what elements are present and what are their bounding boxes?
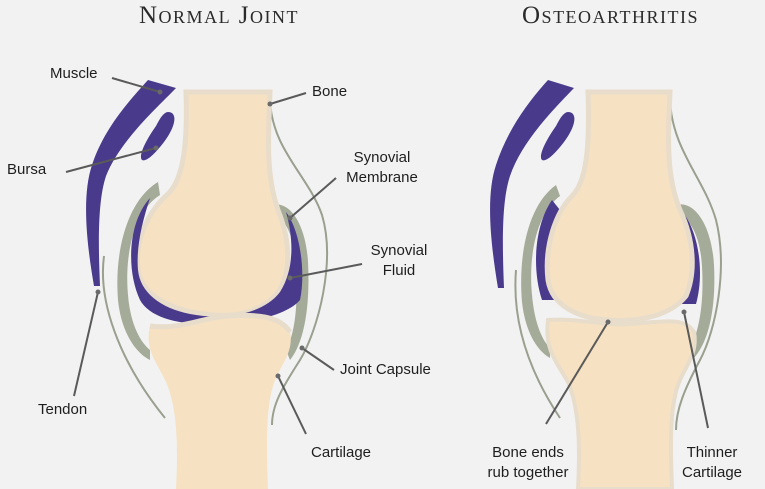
cartilage-dot [275, 373, 281, 379]
oa-joint-capsule-right [676, 204, 715, 358]
joint-capsule-left [117, 182, 160, 360]
bursa-shape [140, 112, 175, 161]
osteoarthritis-diagram [490, 80, 722, 489]
synovial-membrane-line-2: Membrane [346, 169, 418, 186]
oa-joint-capsule-left [521, 185, 560, 358]
lower-cartilage [149, 312, 293, 334]
bone-ends-label: Bone ends rub together [468, 443, 588, 483]
oa-muscle-shape [490, 80, 574, 288]
thinner-cartilage-label: Thinner Cartilage [672, 443, 752, 483]
bone-ends-leader [545, 321, 609, 425]
lower-bone [148, 315, 291, 489]
bone-leader [269, 92, 307, 105]
muscle-label: Muscle [50, 65, 98, 82]
synovial-membrane-leader [289, 177, 337, 219]
oa-outer-outline-left [514, 269, 561, 419]
thinner-cartilage-line-1: Thinner [686, 444, 738, 461]
outer-outline-left [102, 255, 166, 419]
synovial-fluid-label: Synovial Fluid [364, 241, 434, 281]
oa-bursa-shape [540, 112, 575, 161]
joint-capsule-leader [301, 347, 335, 371]
joint-capsule-dot [299, 345, 305, 351]
muscle-shape [86, 80, 176, 286]
tendon-dot [95, 289, 101, 295]
synovial-membrane-label: Synovial Membrane [340, 148, 424, 188]
tendon-label: Tendon [38, 401, 88, 418]
bone-label: Bone [312, 83, 348, 100]
bone-ends-dot [605, 319, 611, 325]
upper-bone [134, 89, 291, 318]
normal-joint-title: Normal Joint [139, 2, 300, 29]
tendon-leader [73, 291, 99, 397]
thinner-cartilage-dot [681, 309, 687, 315]
bone-dot [267, 101, 273, 107]
thinner-cartilage-line-2: Cartilage [681, 464, 743, 481]
synovial-fluid-dot [287, 275, 293, 281]
joint-capsule-right [272, 204, 309, 360]
cartilage-leader [277, 375, 307, 435]
joint-capsule-label: Joint Capsule [340, 361, 431, 378]
synovial-membrane-line-1: Synovial [353, 149, 411, 166]
synovial-membrane-dot [287, 215, 293, 221]
bone-ends-line-1: Bone ends [492, 444, 564, 461]
osteoarthritis-title: Osteoarthritis [522, 2, 699, 29]
muscle-dot [157, 89, 163, 95]
cartilage-label: Cartilage [311, 444, 372, 461]
synovial-fluid-line-2: Fluid [382, 262, 416, 279]
leader-lines [65, 77, 709, 435]
leader-dots [95, 89, 687, 379]
oa-outer-outline-right [669, 99, 722, 431]
muscle-leader [111, 77, 161, 93]
synovial-fluid-line-1: Synovial [370, 242, 428, 259]
bursa-dot [153, 145, 159, 151]
bursa-leader [65, 147, 157, 173]
normal-joint-diagram [86, 80, 328, 489]
bursa-label: Bursa [7, 161, 47, 178]
thinner-cartilage-leader [683, 311, 709, 429]
synovial-fluid-leader [289, 263, 363, 279]
bone-ends-line-2: rub together [487, 464, 569, 481]
